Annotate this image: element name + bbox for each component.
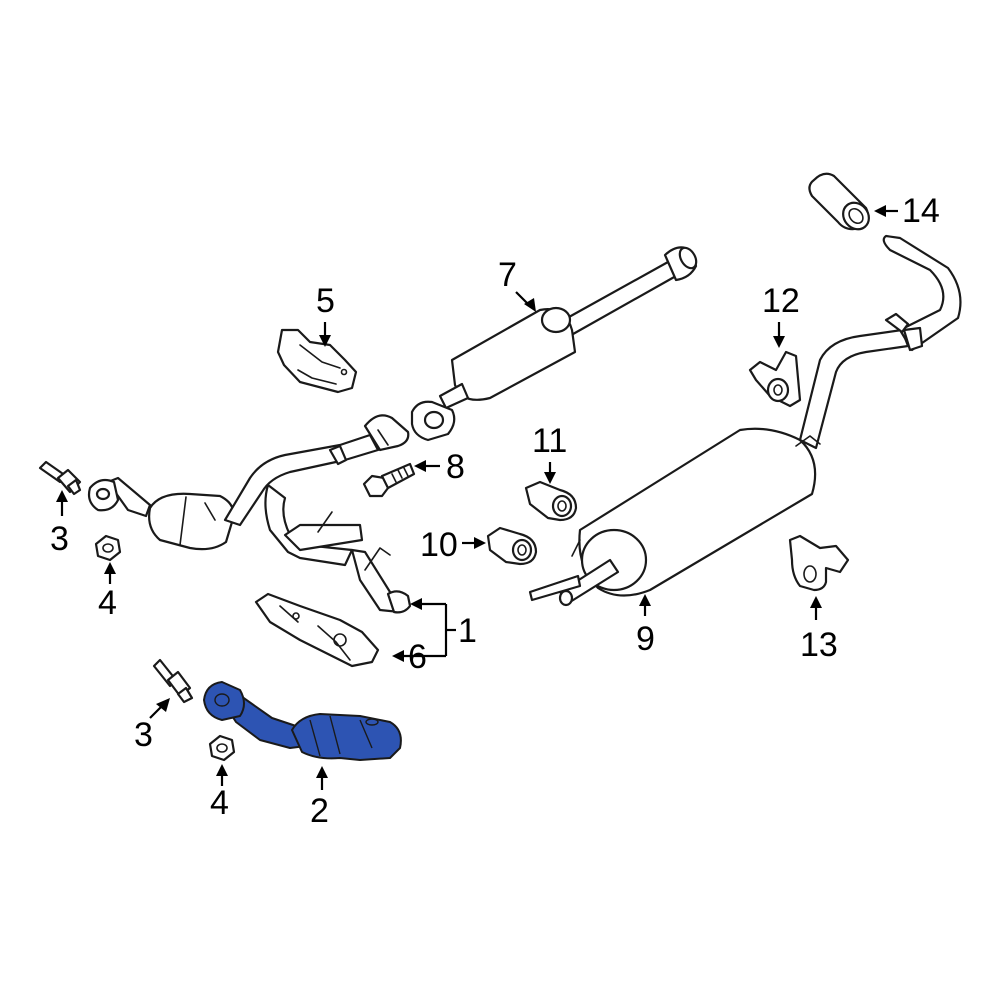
part-2-catalytic-converter[interactable] xyxy=(203,681,402,761)
part-3-stud-upper[interactable] xyxy=(38,460,82,496)
part-3-stud-lower[interactable] xyxy=(152,658,194,704)
callout-12: 12 xyxy=(762,282,800,320)
callout-1: 1 xyxy=(458,612,477,650)
callout-9: 9 xyxy=(636,620,655,658)
callout-14: 14 xyxy=(902,192,940,230)
callout-5: 5 xyxy=(316,282,335,320)
part-6-heat-shield[interactable] xyxy=(254,592,380,668)
callout-13: 13 xyxy=(800,626,838,664)
part-9-muffler[interactable] xyxy=(528,234,962,607)
part-14-exhaust-tip[interactable] xyxy=(808,172,874,235)
callout-4-lower: 4 xyxy=(210,784,229,822)
callout-2: 2 xyxy=(310,792,329,830)
callout-10: 10 xyxy=(420,526,458,564)
part-4-nut-lower[interactable] xyxy=(208,734,236,762)
callout-3-lower: 3 xyxy=(134,716,153,754)
leader-arrows xyxy=(56,205,898,790)
part-8-bolt[interactable] xyxy=(362,462,416,498)
part-10-hanger[interactable] xyxy=(486,526,538,566)
part-13-hanger-bracket[interactable] xyxy=(788,534,850,592)
part-5-heat-shield[interactable] xyxy=(276,328,358,394)
part-12-hanger-bracket[interactable] xyxy=(748,350,802,408)
part-7-resonator[interactable] xyxy=(410,245,700,442)
callout-3-upper: 3 xyxy=(50,520,69,558)
part-1-ypipe-assembly[interactable] xyxy=(87,414,412,614)
callout-labels: 5 7 8 3 4 11 10 1 6 9 12 13 14 3 4 2 xyxy=(50,192,940,830)
part-4-nut-upper[interactable] xyxy=(94,534,122,562)
callout-8: 8 xyxy=(446,448,465,486)
callout-11: 11 xyxy=(532,422,567,460)
callout-7: 7 xyxy=(498,256,517,294)
callout-4-upper: 4 xyxy=(98,584,117,622)
part-11-hanger[interactable] xyxy=(524,480,578,522)
callout-6: 6 xyxy=(408,638,427,676)
